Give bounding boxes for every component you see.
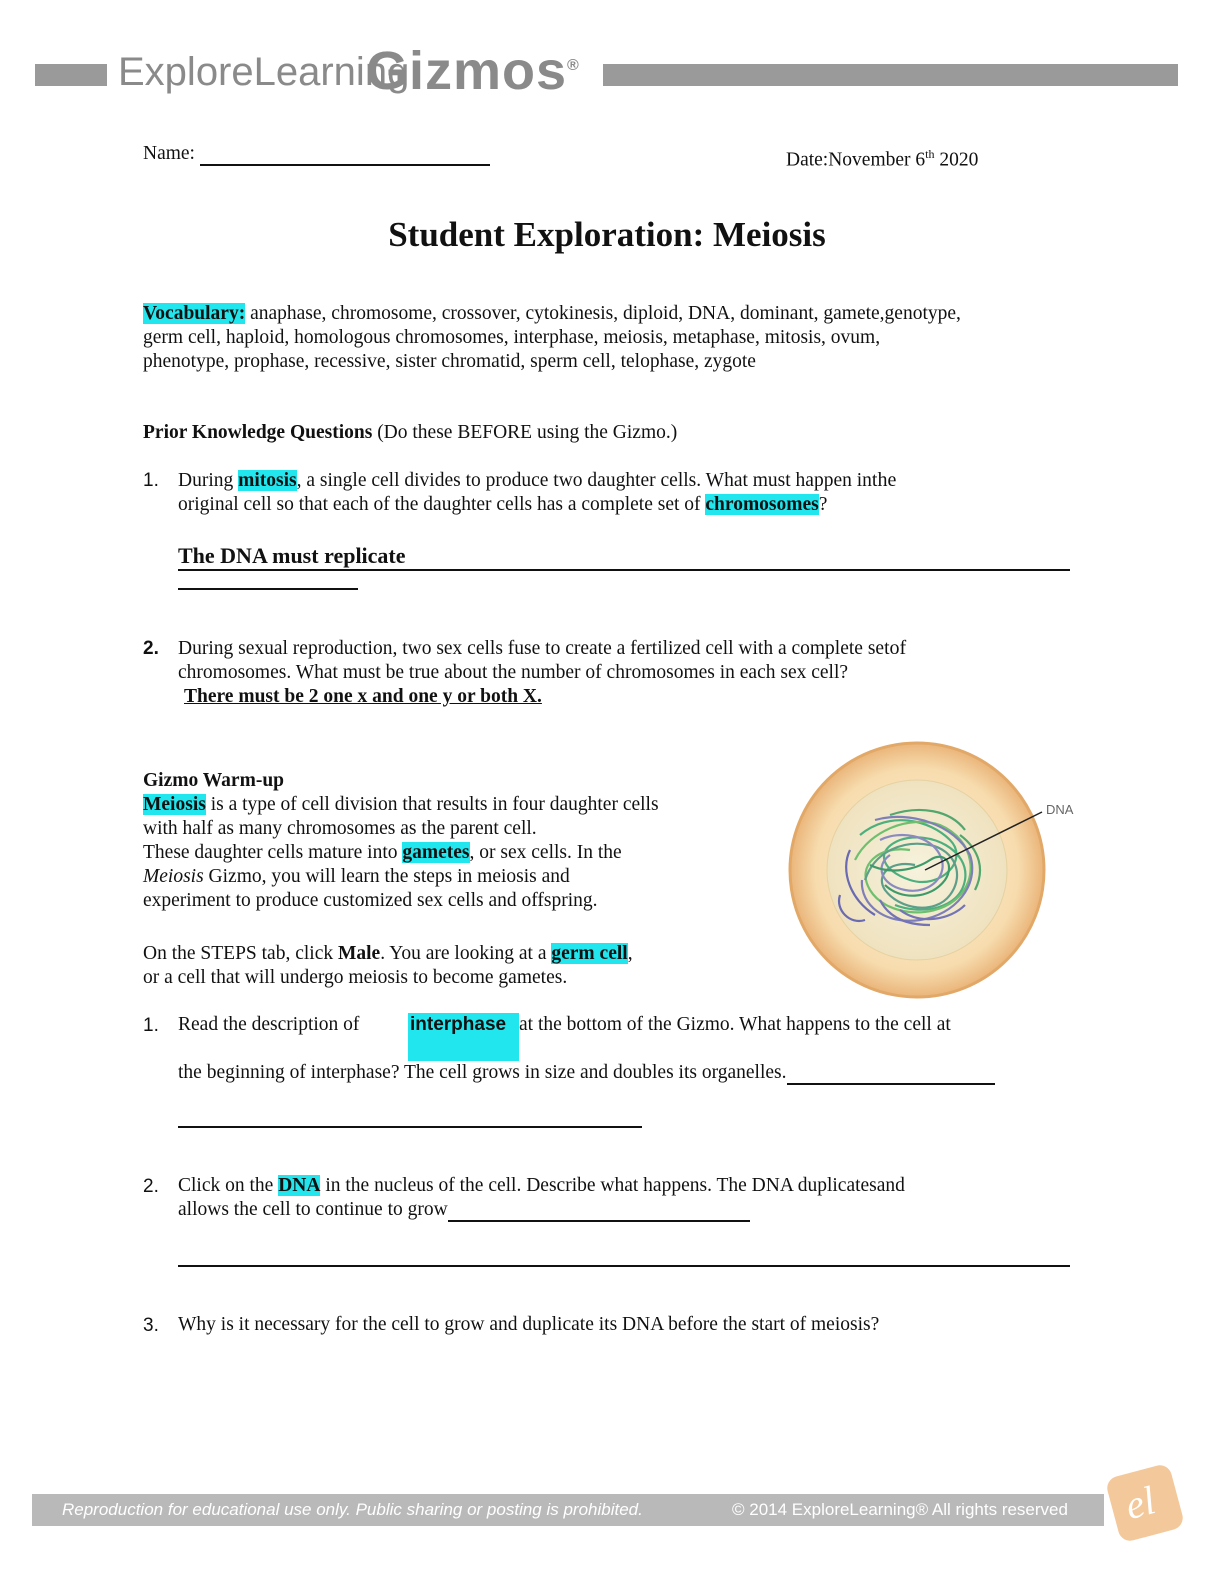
- prior-q1-text: During mitosis, a single cell divides to…: [178, 469, 897, 515]
- q2-answer-blank: [447, 1204, 750, 1222]
- germ-cell-figure: DNA: [788, 741, 1074, 999]
- vocabulary-label: Vocabulary:: [143, 303, 246, 324]
- prior-q2-text: During sexual reproduction, two sex cell…: [178, 637, 907, 707]
- dna-strands: [837, 808, 982, 927]
- prior-q1-number: 1.: [143, 470, 159, 491]
- q1-number: 1.: [143, 1015, 159, 1036]
- name-blank: [199, 146, 490, 166]
- dna-label: DNA: [1046, 802, 1074, 817]
- q1-answer-line2: [178, 1126, 642, 1128]
- brand-explorelearning: ExploreLearning: [118, 50, 410, 94]
- page-title: Student Exploration: Meiosis: [388, 215, 826, 254]
- footer-bar: [32, 1494, 1104, 1526]
- q1-text-start: Read the description of: [178, 1014, 360, 1035]
- footer-notice: Reproduction for educational use only. P…: [62, 1500, 643, 1519]
- prior-q1-answer: The DNA must replicate: [178, 543, 406, 568]
- vocabulary: Vocabulary: anaphase, chromosome, crosso…: [143, 303, 961, 372]
- prior-q1-answer-line2: [178, 588, 358, 590]
- q3-number: 3.: [143, 1315, 159, 1336]
- dna-pointer: [924, 811, 1043, 871]
- q1-answer-blank: [786, 1067, 995, 1085]
- prior-knowledge-heading: Prior Knowledge Questions (Do these BEFO…: [143, 422, 678, 443]
- q1-text-end: at the bottom of the Gizmo. What happens…: [519, 1014, 951, 1035]
- warmup-paragraph-2: On the STEPS tab, click Male. You are lo…: [143, 943, 633, 988]
- brand-gizmos: Gizmos®: [366, 41, 580, 101]
- prior-q2-number: 2.: [143, 638, 159, 659]
- q2-answer-line2: [178, 1265, 1070, 1267]
- prior-q1-answer-line: The DNA must replicate: [178, 543, 1070, 571]
- date-field: Date:November 6th 2020: [786, 147, 979, 171]
- q1-line2: the beginning of interphase? The cell gr…: [178, 1061, 995, 1085]
- warmup-heading: Gizmo Warm-up: [143, 770, 285, 791]
- q2-number: 2.: [143, 1176, 159, 1197]
- explorelearning-logo-icon: el: [1104, 1462, 1186, 1544]
- name-field: Name:: [143, 142, 490, 166]
- q3-text: Why is it necessary for the cell to grow…: [178, 1314, 880, 1335]
- warmup-paragraph-1: Meiosis is a type of cell division that …: [143, 794, 659, 911]
- q2-text: Click on the DNA in the nucleus of the c…: [178, 1175, 905, 1222]
- prior-q2-answer: There must be 2 one x and one y or both …: [184, 686, 542, 707]
- interphase-highlight-box: interphase: [408, 1013, 519, 1061]
- header-bar-left: [35, 64, 107, 86]
- footer-copyright: © 2014 ExploreLearning® All rights reser…: [732, 1500, 1068, 1519]
- header-bar-right: [603, 64, 1178, 86]
